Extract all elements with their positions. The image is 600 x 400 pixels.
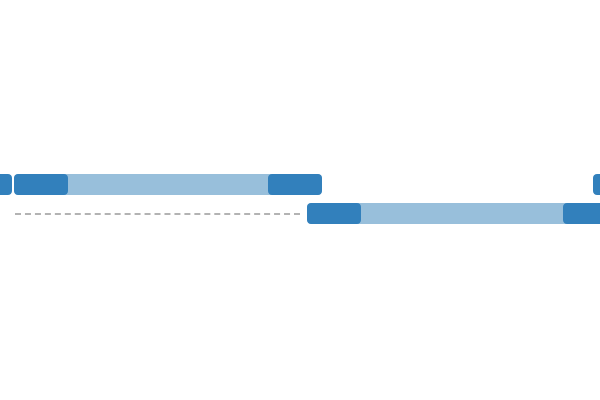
timeline-track-2 — [0, 203, 600, 224]
segment-handle-left-edge[interactable] — [0, 174, 12, 195]
timeline-segment-1[interactable] — [14, 174, 322, 195]
segment-end-handle[interactable] — [268, 174, 322, 195]
segment-handle-right-edge[interactable] — [593, 174, 600, 195]
timeline-track-1 — [0, 174, 600, 195]
segment-start-handle[interactable] — [307, 203, 361, 224]
segment-start-handle[interactable] — [14, 174, 68, 195]
segment-end-handle[interactable] — [563, 203, 600, 224]
timeline-segment-2[interactable] — [307, 203, 600, 224]
dashed-connector — [15, 213, 300, 215]
